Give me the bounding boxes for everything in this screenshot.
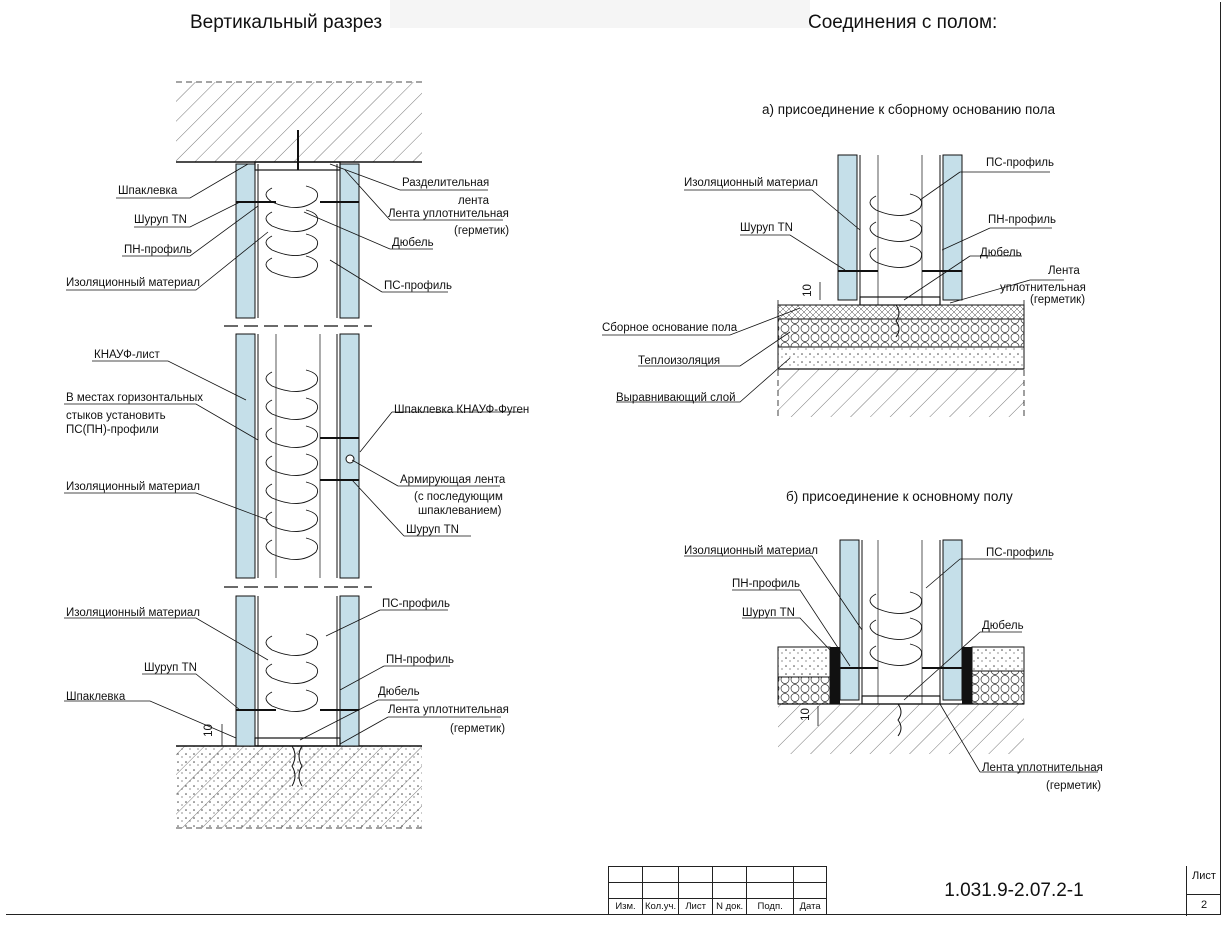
- label-knauf-sheet: КНАУФ-лист: [94, 349, 160, 361]
- label-sep-tape-1: Разделительная: [402, 177, 490, 189]
- subtitle-a: а) присоединение к сборному основанию по…: [762, 102, 1055, 117]
- label-reinf-1: Армирующая лента: [400, 474, 506, 486]
- right-title: Соединения с полом:: [808, 12, 998, 33]
- sheet-number: 2: [1187, 894, 1221, 911]
- b-label-tape-1: Лента уплотнительная: [982, 762, 1103, 774]
- label-pn-top: ПН-профиль: [124, 244, 193, 256]
- drawing-frame: [6, 2, 1221, 915]
- label-putty-top: Шпаклевка: [118, 185, 178, 197]
- a-label-ps: ПС-профиль: [986, 157, 1055, 169]
- col-kol: Кол.уч.: [641, 898, 680, 915]
- col-ndoc: N док.: [712, 898, 748, 915]
- document-code: 1.031.9-2.07.2-1: [944, 880, 1084, 901]
- connection-b: [684, 539, 1098, 773]
- a-label-dowel: Дюбель: [980, 247, 1022, 259]
- connection-a: [602, 154, 1064, 417]
- label-insul-bot: Изоляционный материал: [66, 607, 200, 619]
- b-label-screw: Шуруп TN: [742, 607, 795, 619]
- title-block: Изм. Кол.уч. Лист N док. Подп. Дата 1.03…: [608, 866, 1221, 916]
- label-dowel-top: Дюбель: [392, 237, 434, 249]
- subtitle-b: б) присоединение к основному полу: [786, 489, 1013, 504]
- a-label-insul: Изоляционный материал: [684, 177, 818, 189]
- col-izm: Изм.: [608, 898, 643, 915]
- b-label-insul: Изоляционный материал: [684, 545, 818, 557]
- label-fugen: Шпаклевка КНАУФ-Фуген: [394, 404, 530, 416]
- dimension-10-left: 10: [202, 724, 215, 737]
- a-label-thermal: Теплоизоляция: [638, 355, 721, 367]
- label-horiz-2: стыков установить: [66, 410, 166, 422]
- left-title: Вертикальный разрез: [190, 12, 383, 33]
- b-label-pn: ПН-профиль: [732, 578, 801, 590]
- label-seal-tape-top: Лента уплотнительная: [388, 208, 509, 220]
- b-label-dowel: Дюбель: [982, 620, 1024, 632]
- label-ps-bot: ПС-профиль: [382, 598, 451, 610]
- label-pn-bot: ПН-профиль: [386, 654, 455, 666]
- label-horiz-3: ПС(ПН)-профили: [66, 424, 159, 436]
- label-seal-tape-bot: Лента уплотнительная: [388, 704, 509, 716]
- top-banner: [390, 0, 810, 28]
- label-hermetic-bot: (герметик): [450, 723, 506, 735]
- a-label-tape-3: (герметик): [1030, 294, 1086, 306]
- a-label-level: Выравнивающий слой: [616, 392, 736, 404]
- label-reinf-2: (с последующим: [414, 491, 503, 503]
- a-label-tape-2: уплотнительная: [1000, 282, 1086, 294]
- col-data: Дата: [793, 898, 828, 915]
- label-screw-mid: Шуруп TN: [406, 524, 459, 536]
- label-ps-top: ПС-профиль: [384, 280, 453, 292]
- label-horiz-1: В местах горизонтальных: [66, 392, 204, 404]
- label-insul-top: Изоляционный материал: [66, 277, 200, 289]
- revision-table: Изм. Кол.уч. Лист N док. Подп. Дата: [608, 866, 828, 915]
- label-insul-mid: Изоляционный материал: [66, 481, 200, 493]
- label-screw-top: Шуруп TN: [134, 214, 187, 226]
- label-sep-tape-2: лента: [458, 195, 489, 207]
- sheet-label: Лист: [1192, 870, 1216, 882]
- sheet-box: Лист 2: [1186, 866, 1221, 916]
- col-list: Лист: [678, 898, 714, 915]
- dimension-10-a: 10: [801, 284, 814, 297]
- col-podp: Подп.: [746, 898, 795, 915]
- a-label-base: Сборное основание пола: [602, 322, 738, 334]
- a-label-screw: Шуруп TN: [740, 222, 793, 234]
- vertical-section: [64, 81, 523, 829]
- a-label-pn: ПН-профиль: [988, 214, 1057, 226]
- b-label-tape-2: (герметик): [1046, 780, 1102, 792]
- b-label-ps: ПС-профиль: [986, 547, 1055, 559]
- label-putty-bot: Шпаклевка: [66, 691, 126, 703]
- label-reinf-3: шпаклеванием): [418, 505, 502, 517]
- a-label-tape-1: Лента: [1048, 265, 1080, 277]
- dimension-10-b: 10: [799, 708, 812, 721]
- label-dowel-bot: Дюбель: [378, 686, 420, 698]
- label-hermetic-top: (герметик): [454, 225, 510, 237]
- label-screw-bot: Шуруп TN: [144, 662, 197, 674]
